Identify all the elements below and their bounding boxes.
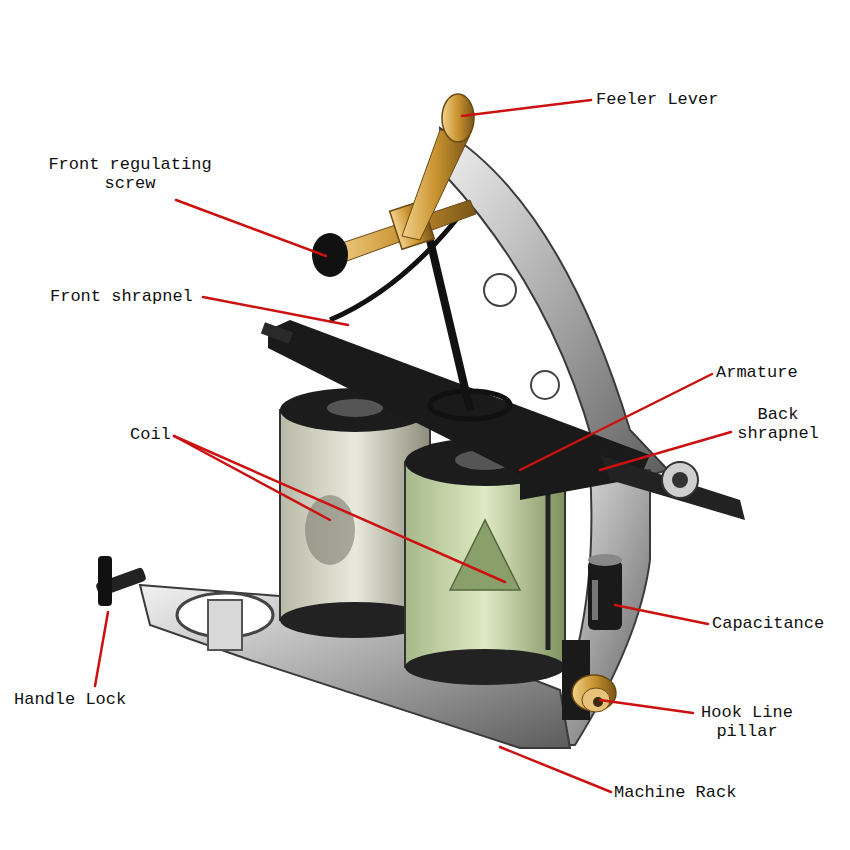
leader-line [462,100,591,116]
part-label: Handle Lock [14,690,126,709]
handle-lock-screw [95,556,147,606]
part-label: Hook Line pillar [692,703,802,741]
leader-line [176,200,326,256]
leader-lines [95,100,731,792]
back-spring [430,391,745,520]
leader-line [203,297,348,325]
binding-post [562,640,616,720]
leader-line [520,374,712,470]
leader-line [174,436,330,520]
contact-screw [312,200,476,277]
leader-line [600,700,693,713]
leader-line [500,747,611,792]
part-label: Capacitance [712,614,824,633]
part-label: Armature [716,363,798,382]
part-label: Front shrapnel [50,287,193,306]
part-label: Feeler Lever [596,90,718,109]
leader-line [615,605,708,624]
leader-line [95,612,108,686]
machine-frame [140,128,668,748]
part-label: Machine Rack [614,783,736,802]
part-label: Back shrapnel [728,405,828,443]
part-label: Coil [130,425,171,444]
leader-line [174,436,505,582]
part-label: Front regulating screw [40,155,220,193]
leader-line [600,432,731,470]
capacitor [588,554,622,630]
